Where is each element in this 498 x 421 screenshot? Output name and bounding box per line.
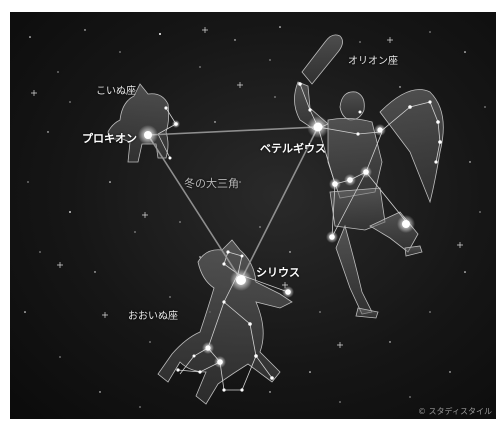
star-chart: オリオン座 こいぬ座 プロキオン ベテルギウス 冬の大三角 シリウス おおいぬ座… bbox=[10, 12, 496, 419]
sky-canvas bbox=[10, 12, 496, 419]
label-sirius: シリウス bbox=[256, 264, 300, 280]
label-canis-minor: こいぬ座 bbox=[96, 82, 136, 97]
label-orion: オリオン座 bbox=[348, 52, 398, 67]
label-betelgeuse: ベテルギウス bbox=[260, 140, 326, 156]
label-canis-major: おおいぬ座 bbox=[128, 307, 178, 322]
label-winter-triangle: 冬の大三角 bbox=[184, 175, 239, 191]
label-procyon: プロキオン bbox=[82, 130, 137, 146]
copyright-text: © スタディスタイル bbox=[418, 406, 492, 417]
